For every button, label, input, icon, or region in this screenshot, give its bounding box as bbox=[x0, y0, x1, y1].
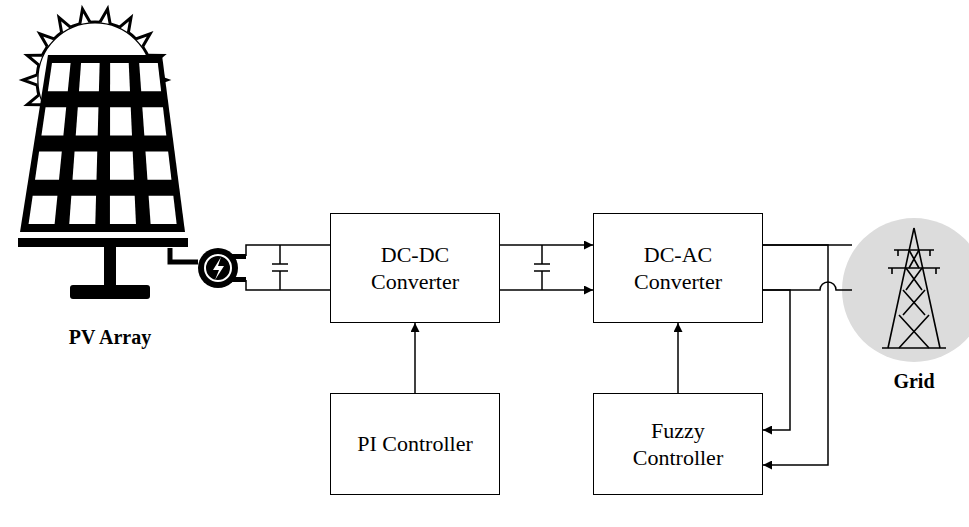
box-label: PI Controller bbox=[357, 430, 473, 458]
panel-cell bbox=[48, 63, 71, 91]
pv-array-label: PV Array bbox=[69, 326, 151, 349]
wire bbox=[246, 245, 331, 256]
box-label: Fuzzy Controller bbox=[623, 417, 733, 472]
plug-bolt bbox=[213, 257, 224, 280]
tower-base bbox=[882, 347, 946, 349]
signal-arrow bbox=[763, 245, 828, 465]
panel-base bbox=[70, 285, 150, 299]
wire bbox=[246, 280, 331, 290]
signal-arrow bbox=[677, 323, 679, 393]
sun-ray bbox=[136, 34, 150, 47]
grid-disc bbox=[842, 218, 969, 362]
tower-arms bbox=[888, 250, 940, 274]
sun-ray bbox=[59, 18, 71, 33]
panel-cable bbox=[170, 248, 198, 262]
capacitor-symbol bbox=[534, 245, 550, 290]
pv-panel bbox=[18, 55, 198, 299]
panel-cell bbox=[145, 151, 171, 179]
panel-cells bbox=[29, 63, 177, 224]
panel-cell bbox=[110, 151, 134, 179]
panel-cell bbox=[142, 107, 166, 135]
converter-box: DC-DC Converter bbox=[330, 213, 500, 323]
panel-cell bbox=[41, 107, 66, 135]
sun-ray bbox=[27, 55, 42, 65]
signal-arrow bbox=[414, 323, 416, 393]
tower-lattice bbox=[899, 250, 929, 348]
panel-frame bbox=[20, 55, 185, 232]
sun-ray bbox=[23, 75, 37, 85]
converter-box: DC-AC Converter bbox=[593, 213, 763, 323]
plug-prong bbox=[232, 277, 246, 282]
tower-legs bbox=[888, 228, 940, 348]
plug-ring bbox=[205, 255, 231, 281]
controller-box: PI Controller bbox=[330, 393, 500, 495]
plug-icon bbox=[198, 248, 246, 288]
panel-cell bbox=[69, 196, 96, 224]
capacitor-symbol bbox=[272, 245, 288, 290]
plug-prong bbox=[232, 254, 246, 259]
wire-hop bbox=[763, 282, 852, 290]
controller-box: Fuzzy Controller bbox=[593, 393, 763, 495]
panel-cell bbox=[110, 196, 136, 224]
panel-post bbox=[104, 247, 116, 287]
panel-cell bbox=[29, 196, 58, 224]
box-label: DC-AC Converter bbox=[623, 241, 733, 296]
panel-cell bbox=[149, 196, 177, 224]
tower-symbol bbox=[882, 228, 946, 348]
sun-ray bbox=[100, 9, 110, 24]
signal-arrow bbox=[763, 290, 790, 430]
sun-ray bbox=[119, 18, 131, 33]
panel-cell bbox=[79, 63, 100, 91]
sun-ray bbox=[40, 34, 54, 47]
box-label: DC-DC Converter bbox=[360, 241, 470, 296]
panel-cell bbox=[110, 107, 132, 135]
output-wires bbox=[763, 245, 852, 290]
sun-ray bbox=[80, 9, 90, 24]
signal-arrow bbox=[500, 289, 593, 291]
panel-rail bbox=[18, 238, 188, 247]
panel-cell bbox=[110, 63, 130, 91]
signal-arrow bbox=[500, 244, 593, 246]
panel-cell bbox=[35, 151, 62, 179]
panel-cell bbox=[139, 63, 161, 91]
panel-cell bbox=[72, 151, 97, 179]
sun-ray bbox=[27, 95, 42, 105]
panel-cell bbox=[76, 107, 99, 135]
grid-label: Grid bbox=[893, 370, 934, 393]
